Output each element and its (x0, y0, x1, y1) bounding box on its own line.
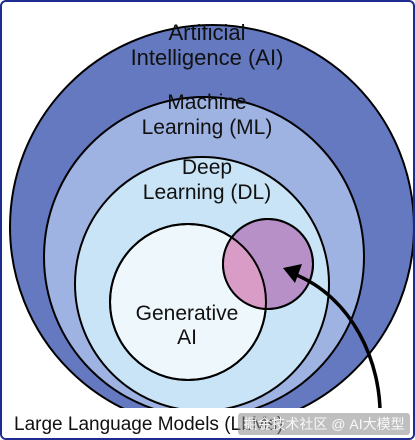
ai-label-line2: Intelligence (AI) (131, 45, 284, 70)
llm-pointer-arrowhead (283, 264, 302, 283)
llm-caption: Large Language Models (LLMs) (14, 414, 283, 435)
ml-label-line1: Machine (167, 91, 246, 114)
llm-outline (222, 218, 314, 310)
ai-label-line1: Artificial (168, 20, 245, 45)
watermark-text: 掘金技术社区 @ AI大模型 (243, 416, 404, 432)
generative-ai-outline (109, 223, 267, 381)
dl-label-line2: Learning (DL) (143, 181, 271, 204)
watermark-bg (238, 413, 410, 435)
dl-label-line1: Deep (182, 156, 232, 179)
generative-ai-label-line2: AI (177, 326, 197, 349)
ml-label-line2: Learning (ML) (142, 116, 273, 139)
llm-pointer-arrow (293, 272, 382, 421)
generative-ai-label-line1: Generative (136, 302, 239, 325)
